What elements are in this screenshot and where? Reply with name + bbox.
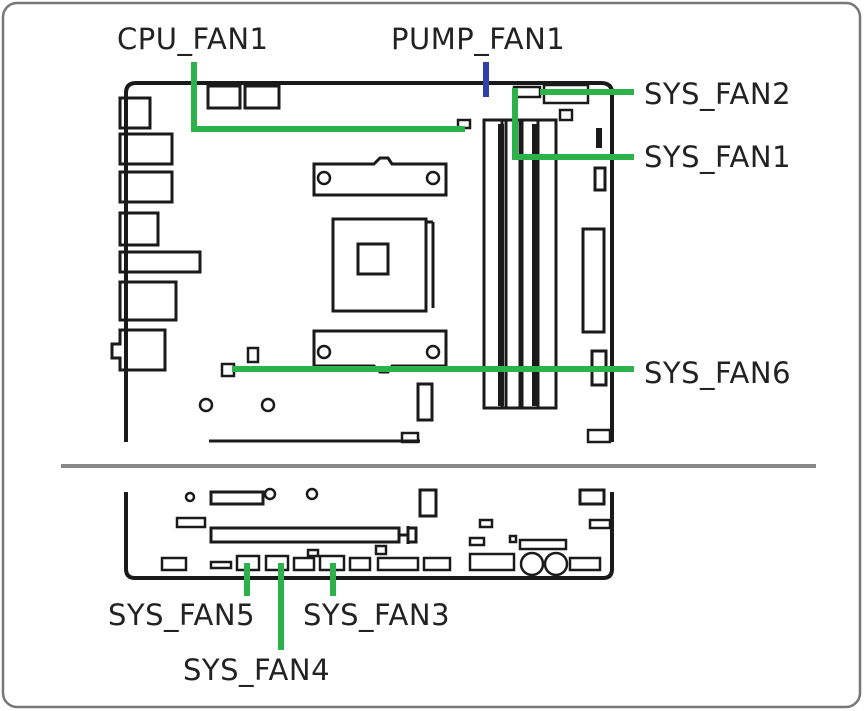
label-sys-fan4: SYS_FAN4: [183, 653, 330, 687]
label-cpu-fan1: CPU_FAN1: [117, 22, 268, 56]
label-sys-fan2: SYS_FAN2: [644, 77, 791, 111]
dimm-slots: [482, 118, 558, 410]
connector-labels: CPU_FAN1 PUMP_FAN1 SYS_FAN2 SYS_FAN1 SYS…: [108, 22, 791, 687]
label-sys-fan6: SYS_FAN6: [644, 356, 791, 390]
label-sys-fan5: SYS_FAN5: [108, 598, 255, 632]
label-sys-fan1: SYS_FAN1: [644, 140, 791, 174]
bottom-components: [160, 487, 612, 577]
io-panel: [110, 96, 202, 372]
label-sys-fan3: SYS_FAN3: [303, 598, 450, 632]
leader-lines: [191, 62, 634, 650]
cpu-fan1-leader: [191, 62, 465, 132]
label-pump-fan1: PUMP_FAN1: [391, 22, 565, 56]
motherboard-outline: [124, 81, 614, 580]
sys-fan1-leader: [512, 88, 634, 160]
